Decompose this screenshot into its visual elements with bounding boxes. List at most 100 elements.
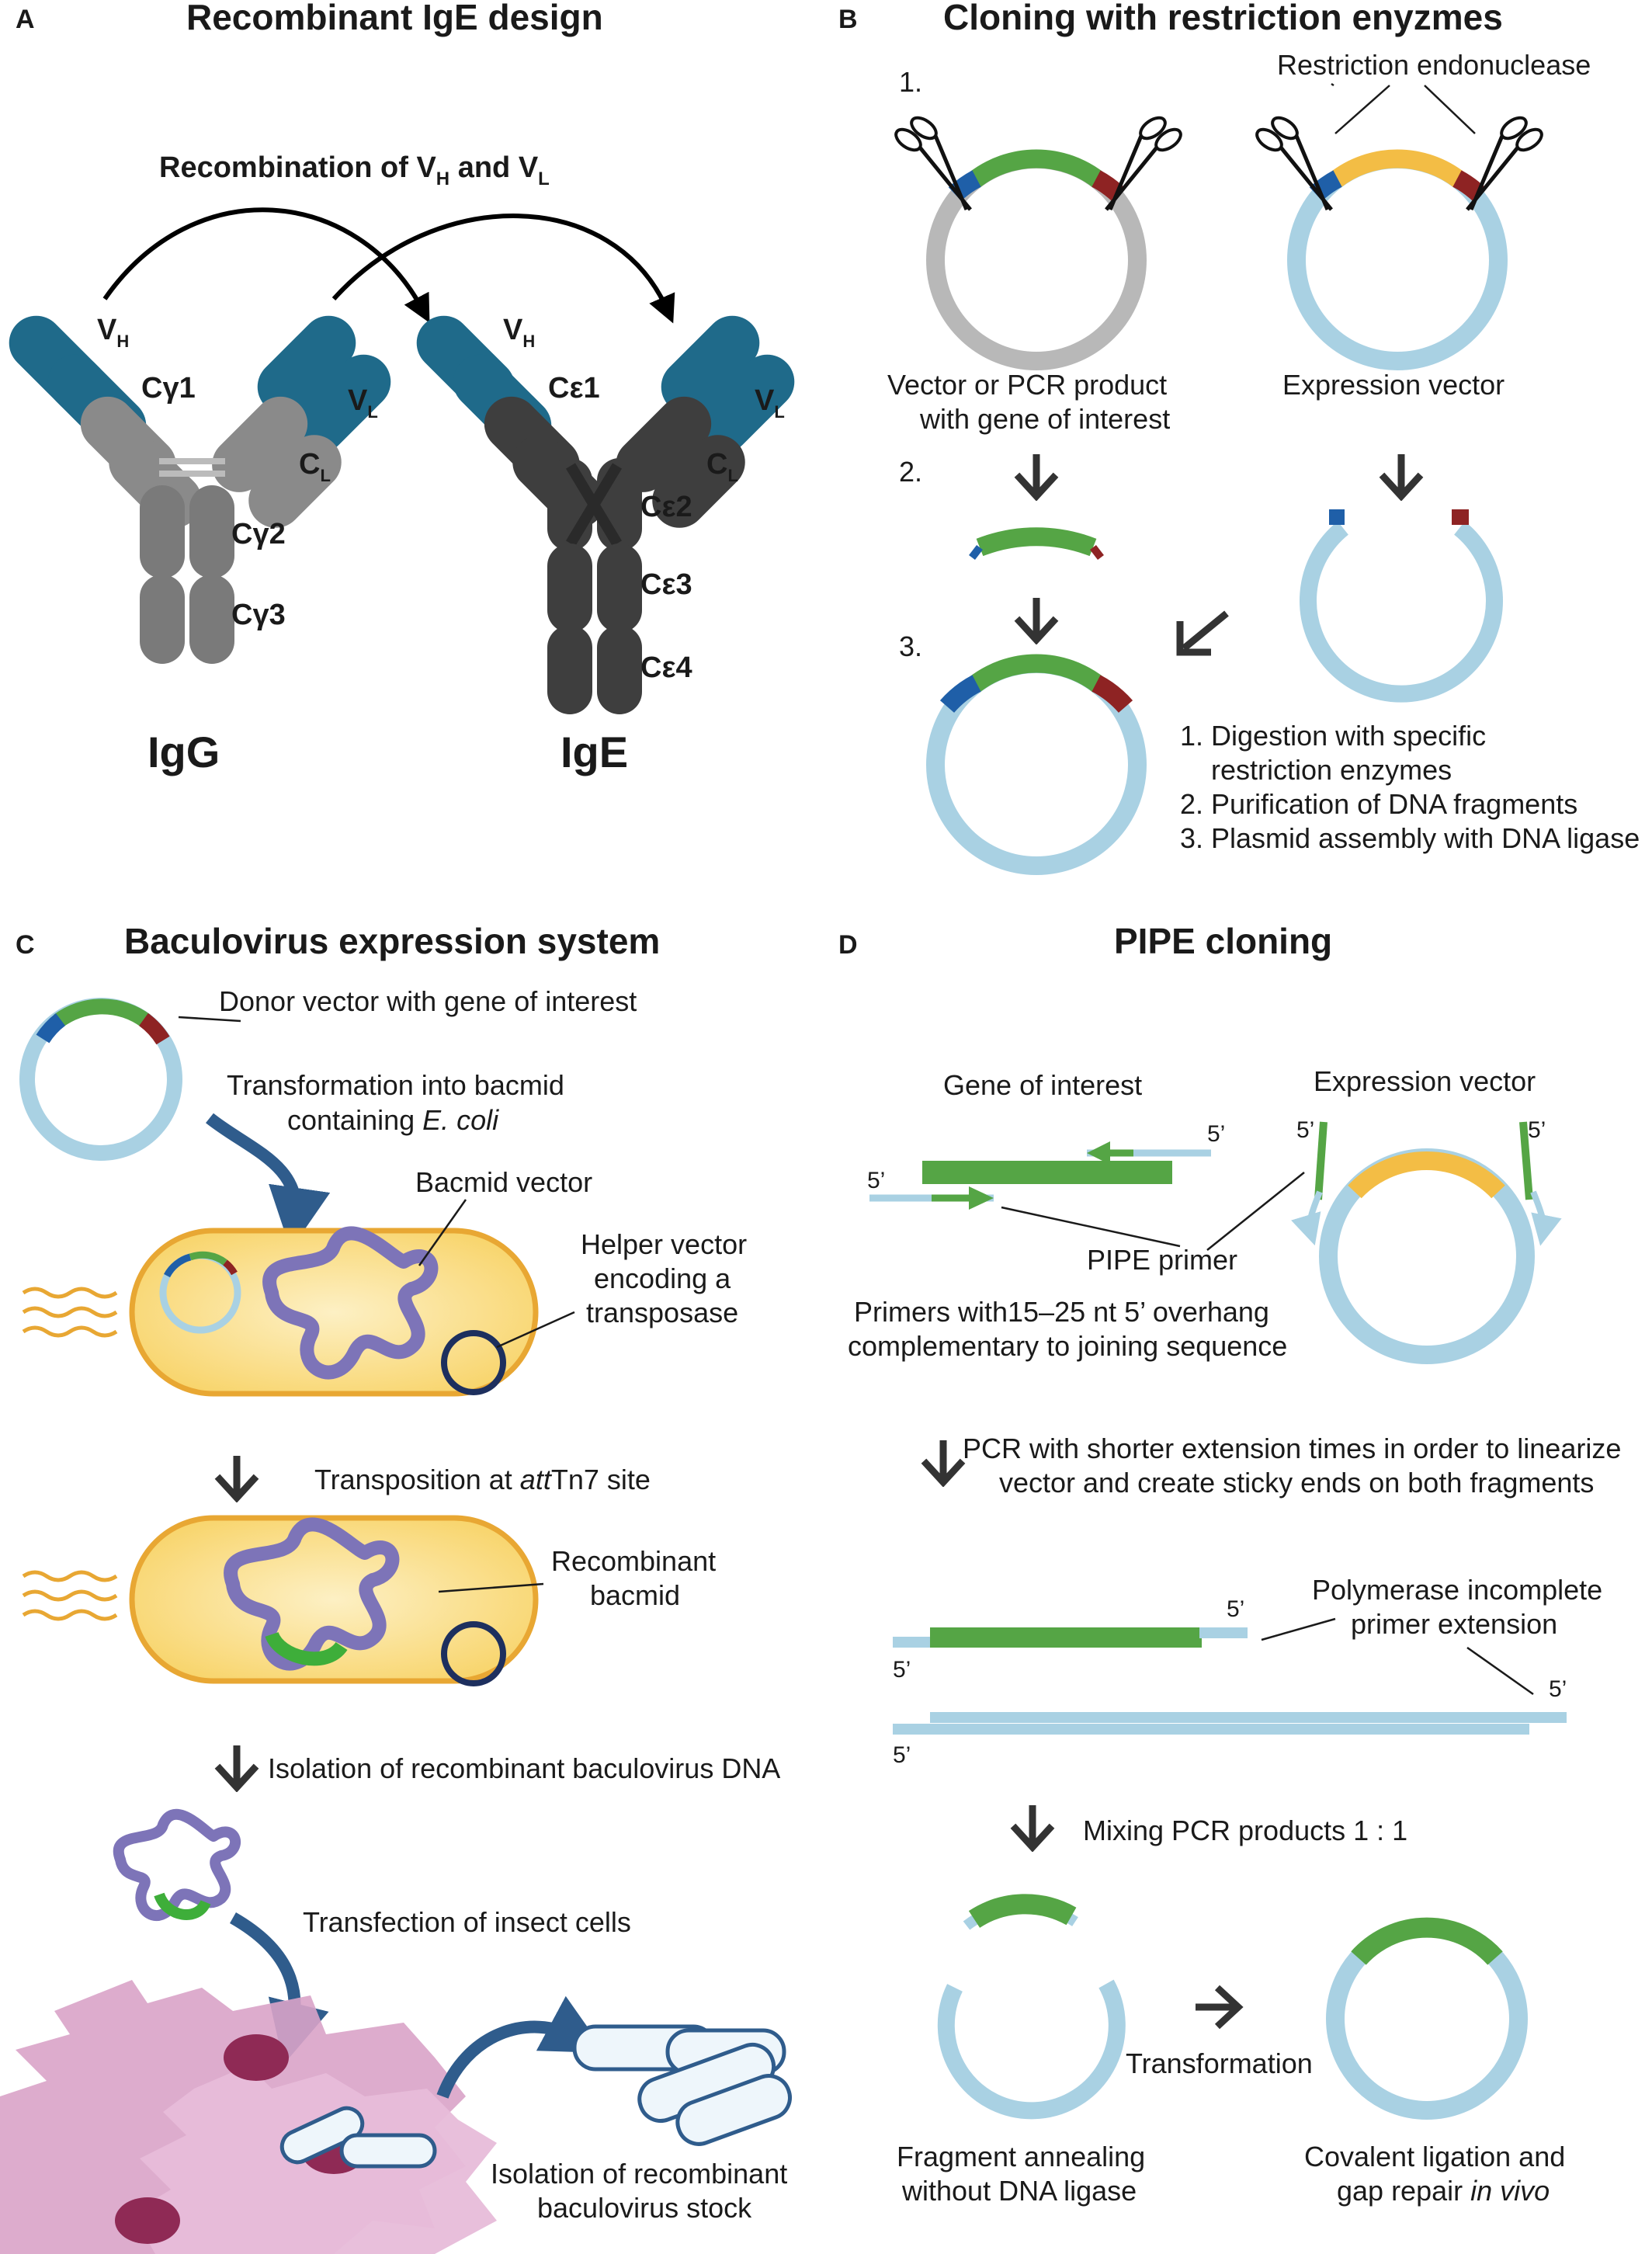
igg-vh-label: VH bbox=[97, 314, 129, 351]
panel-d-letter: D bbox=[838, 930, 858, 960]
down-arrow-icon bbox=[926, 1442, 960, 1482]
bacmid-vector-label: Bacmid vector bbox=[415, 1166, 592, 1198]
scissors-icon bbox=[894, 116, 972, 211]
five-prime-label: 5’ bbox=[1549, 1676, 1567, 1702]
baculovirus-particles bbox=[572, 2024, 792, 2146]
scissors-icon bbox=[1105, 116, 1182, 211]
polymerase-pointer bbox=[1261, 1617, 1534, 1696]
transformation-label-1: Transformation into bacmid bbox=[227, 1069, 564, 1101]
pcr-products bbox=[893, 1627, 1567, 1735]
helper-label-1: Helper vector bbox=[581, 1228, 747, 1260]
ecoli-cell-2 bbox=[22, 1515, 539, 1686]
igg-cg2-label: Cγ2 bbox=[231, 518, 286, 550]
inserted-gene bbox=[265, 1631, 348, 1666]
legend-item-3: 3. Plasmid assembly with DNA ligase bbox=[1180, 822, 1640, 854]
free-bacmid bbox=[113, 1808, 241, 1921]
five-prime-label: 5’ bbox=[867, 1168, 885, 1193]
ecoli-cell-1 bbox=[22, 1226, 539, 1397]
covalent-label-2: gap repair in vivo bbox=[1337, 2175, 1550, 2207]
ige-ce2-label: Cε2 bbox=[640, 491, 692, 523]
covalent-label-1: Covalent ligation and bbox=[1304, 2141, 1565, 2172]
igg-vl-label: VL bbox=[348, 384, 378, 422]
isolation-dna-label: Isolation of recombinant baculovirus DNA bbox=[268, 1752, 780, 1784]
recombination-label: Recombination of VH and VL bbox=[159, 151, 550, 189]
five-prime-label: 5’ bbox=[893, 1742, 911, 1768]
insect-cells bbox=[0, 1980, 497, 2254]
restriction-pointer bbox=[1331, 82, 1476, 134]
ige-ce4-label: Cε4 bbox=[640, 651, 692, 684]
down-arrow-icon bbox=[220, 1747, 254, 1787]
recombinant-label-2: bacmid bbox=[590, 1579, 680, 1611]
transfection-label: Transfection of insect cells bbox=[303, 1906, 631, 1938]
five-prime-label: 5’ bbox=[1227, 1596, 1244, 1622]
legend-item-2: 2. Purification of DNA fragments bbox=[1180, 788, 1577, 820]
recombination-arrow-2 bbox=[331, 214, 675, 324]
panel-d-title: PIPE cloning bbox=[1114, 921, 1332, 961]
legend-item-1b: restriction enzymes bbox=[1211, 754, 1452, 786]
igg-title: IgG bbox=[148, 728, 220, 776]
open-expression-vector bbox=[1300, 509, 1503, 703]
igg-cg1-label: Cγ1 bbox=[141, 372, 196, 405]
right-arrow-icon bbox=[1196, 1985, 1244, 2030]
recombination-arrow-1 bbox=[102, 207, 430, 323]
pipe-primer-pointer bbox=[1001, 1172, 1305, 1251]
panel-a: A Recombinant IgE design Recombination o… bbox=[9, 0, 795, 776]
assembled-plasmid bbox=[926, 654, 1147, 875]
step-3: 3. bbox=[899, 630, 922, 662]
transformation-d-label: Transformation bbox=[1126, 2047, 1313, 2079]
vector-pcr-label-1: Vector or PCR product bbox=[887, 369, 1167, 401]
igg-cg3-label: Cγ3 bbox=[231, 599, 286, 631]
expression-vector-d bbox=[1291, 1121, 1562, 1364]
primers-label-2: complementary to joining sequence bbox=[848, 1330, 1287, 1362]
ige-ce1-label: Cε1 bbox=[548, 372, 600, 405]
panel-b-title: Cloning with restriction enyzmes bbox=[943, 0, 1503, 37]
diagonal-arrow-icon bbox=[1176, 610, 1229, 656]
isolation-stock-arrow bbox=[436, 1995, 606, 2099]
ige-ce3-label: Cε3 bbox=[640, 568, 692, 601]
gene-fragment bbox=[969, 527, 1104, 561]
panel-c-letter: C bbox=[16, 930, 35, 960]
annealing-label-1: Fragment annealing bbox=[897, 2141, 1145, 2172]
step-2: 2. bbox=[899, 456, 922, 488]
igg-cl-label: CL bbox=[299, 448, 331, 485]
five-prime-label: 5’ bbox=[1207, 1121, 1225, 1147]
stock-label-1: Isolation of recombinant bbox=[491, 2158, 787, 2190]
transformation-label-2: containing E. coli bbox=[287, 1104, 499, 1136]
bacmid-vector-loop bbox=[262, 1226, 439, 1380]
pipe-primer-label: PIPE primer bbox=[1087, 1244, 1237, 1276]
panel-c-title: Baculovirus expression system bbox=[124, 921, 660, 961]
helper-label-3: transposase bbox=[586, 1297, 738, 1328]
ige-antibody bbox=[416, 315, 795, 714]
gray-vector-plasmid bbox=[926, 149, 1147, 370]
polymerase-label-2: primer extension bbox=[1351, 1608, 1557, 1640]
ige-vh-label: VH bbox=[503, 314, 535, 351]
restriction-label: Restriction endonuclease bbox=[1277, 49, 1591, 81]
down-arrow-icon bbox=[1019, 599, 1053, 640]
gene-of-interest-label: Gene of interest bbox=[943, 1069, 1142, 1101]
annealing-plasmid bbox=[937, 1894, 1126, 2120]
panel-d: D PIPE cloning Gene of interest Expressi… bbox=[838, 921, 1621, 2207]
donor-pointer bbox=[178, 1016, 241, 1023]
ige-cl-label: CL bbox=[706, 448, 738, 485]
five-prime-label: 5’ bbox=[1296, 1117, 1314, 1143]
ige-title: IgE bbox=[560, 728, 628, 776]
panel-a-letter: A bbox=[16, 5, 35, 34]
step-1: 1. bbox=[899, 66, 922, 98]
legend-item-1: 1. Digestion with specific bbox=[1180, 720, 1486, 752]
down-arrow-icon bbox=[1019, 456, 1053, 496]
scissors-icon bbox=[1255, 116, 1333, 211]
down-arrow-icon bbox=[220, 1457, 254, 1498]
vector-pcr-label-2: with gene of interest bbox=[919, 403, 1170, 435]
down-arrow-icon bbox=[1015, 1807, 1050, 1847]
gene-with-primers bbox=[869, 1141, 1211, 1210]
panel-b: B Cloning with restriction enyzmes 1. Re… bbox=[838, 0, 1640, 875]
stock-label-2: baculovirus stock bbox=[537, 2192, 752, 2224]
expression-vector-label: Expression vector bbox=[1282, 369, 1504, 401]
ige-vl-label: VL bbox=[755, 384, 785, 422]
five-prime-label: 5’ bbox=[893, 1657, 911, 1683]
donor-plasmid bbox=[19, 998, 182, 1161]
annealing-label-2: without DNA ligase bbox=[901, 2175, 1137, 2207]
transformation-arrow bbox=[206, 1113, 331, 1250]
recombinant-label-1: Recombinant bbox=[551, 1545, 716, 1577]
